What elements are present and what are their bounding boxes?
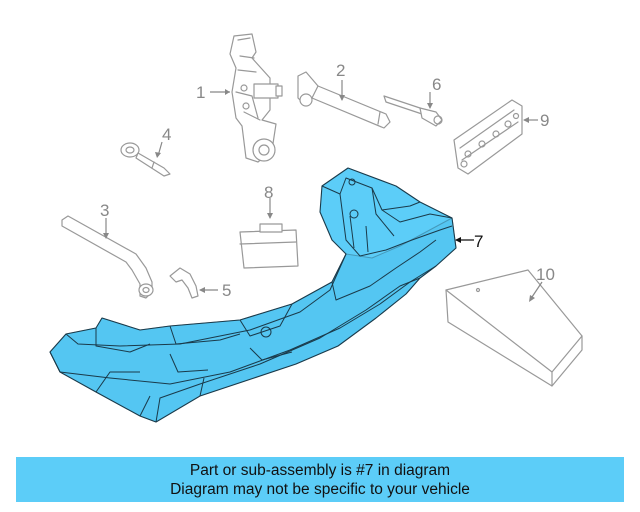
part-tow-eye bbox=[120, 142, 171, 177]
banner-line-2: Diagram may not be specific to your vehi… bbox=[170, 481, 470, 498]
callout-2: 2 bbox=[336, 61, 345, 80]
part-jack-handle bbox=[297, 71, 391, 129]
part-bracket bbox=[453, 99, 523, 175]
part-lug-wrench bbox=[61, 215, 154, 299]
part-clip bbox=[169, 267, 199, 299]
callout-6: 6 bbox=[432, 75, 441, 94]
parts-diagram: 1 2 6 9 4 bbox=[49, 33, 583, 423]
part-tool-bag bbox=[239, 223, 299, 269]
callout-4: 4 bbox=[162, 125, 171, 144]
callout-5: 5 bbox=[222, 281, 231, 300]
callout-1: 1 bbox=[196, 83, 205, 102]
banner-line-1: Part or sub-assembly is #7 in diagram bbox=[189, 462, 451, 479]
callout-7: 7 bbox=[474, 232, 483, 251]
info-banner: Part or sub-assembly is #7 in diagram Di… bbox=[16, 457, 624, 502]
part-7-tray-highlighted[interactable] bbox=[49, 167, 457, 423]
callout-10: 10 bbox=[536, 265, 555, 284]
callout-8: 8 bbox=[264, 183, 273, 202]
part-tool-bit bbox=[383, 95, 443, 127]
callout-9: 9 bbox=[540, 111, 549, 130]
part-storage-box bbox=[445, 269, 583, 387]
part-jack bbox=[229, 33, 283, 163]
callout-3: 3 bbox=[100, 201, 109, 220]
